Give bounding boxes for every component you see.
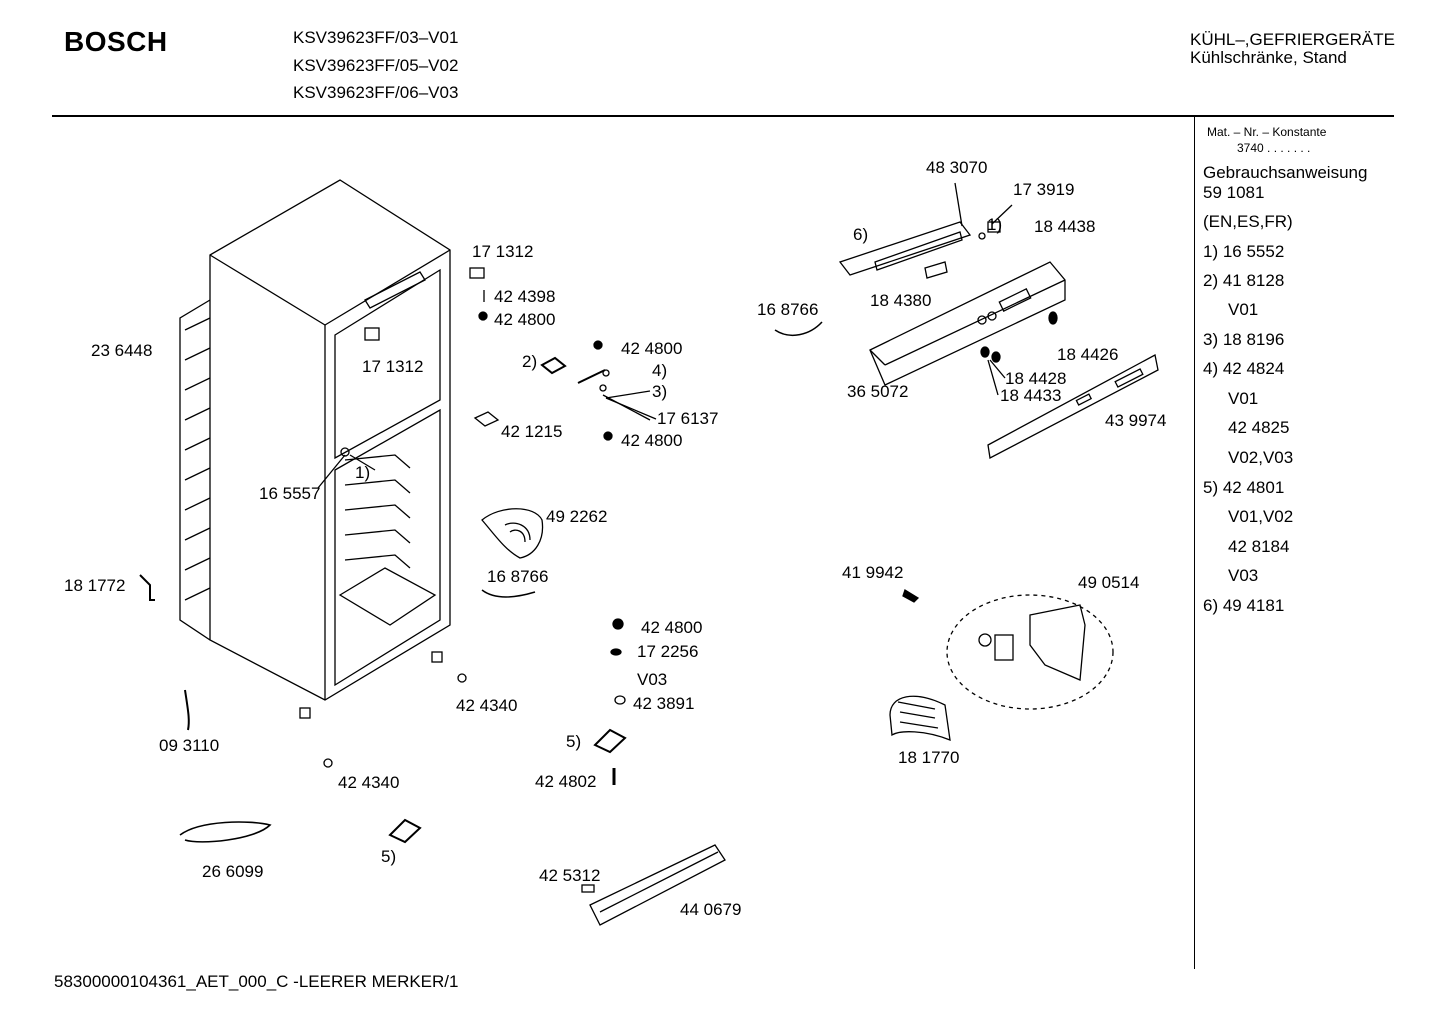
part-label: 2) — [522, 352, 538, 371]
sidebar-item: V01 — [1228, 300, 1259, 319]
part-label: 18 1770 — [898, 748, 960, 767]
part-label: 18 4380 — [870, 291, 932, 310]
part-label: 42 5312 — [539, 866, 601, 885]
sidebar-item: 42 8184 — [1228, 537, 1290, 556]
part-label: 17 2256 — [637, 642, 699, 661]
decor-strip — [987, 354, 1159, 459]
sidebar-item: 2) 41 8128 — [1203, 271, 1285, 290]
brand-logo: BOSCH — [64, 26, 168, 57]
part-label: 42 4340 — [338, 773, 400, 792]
model-number-3: KSV39623FF/06–V03 — [293, 83, 459, 102]
part-label: 23 6448 — [91, 341, 153, 360]
part-label: 4) — [652, 361, 668, 380]
model-number-1: KSV39623FF/03–V01 — [293, 28, 459, 47]
hinge-part — [469, 267, 485, 279]
model-number-2: KSV39623FF/05–V02 — [293, 56, 459, 75]
manual-label: Gebrauchsanweisung — [1203, 163, 1368, 182]
part-label: 16 8766 — [487, 567, 549, 586]
part-label: 42 4800 — [621, 339, 683, 358]
part-label: 17 1312 — [472, 242, 534, 261]
part-label: 42 4800 — [641, 618, 703, 637]
sidebar-item: V03 — [1228, 566, 1259, 585]
part-label: 18 4428 — [1005, 369, 1067, 388]
part-label: 5) — [381, 847, 397, 866]
part-label: 1) — [355, 463, 371, 482]
part-label: 17 3919 — [1013, 180, 1075, 199]
part-label: 26 6099 — [202, 862, 264, 881]
part-label: 49 2262 — [546, 507, 608, 526]
condenser-coil — [179, 299, 211, 641]
part-label: 6) — [853, 225, 869, 244]
part-label: 16 8766 — [757, 300, 819, 319]
sidebar-item: 5) 42 4801 — [1203, 478, 1285, 497]
part-label: 17 1312 — [362, 357, 424, 376]
panel-housing — [869, 261, 1066, 386]
part-label: 3) — [652, 382, 668, 401]
part-label: 18 4438 — [1034, 217, 1096, 236]
part-label: 5) — [566, 732, 582, 751]
sidebar-item: 6) 49 4181 — [1203, 596, 1285, 615]
part-label: 42 1215 — [501, 422, 563, 441]
languages: (EN,ES,FR) — [1203, 212, 1293, 231]
part-label: 41 9942 — [842, 563, 904, 582]
sidebar-item: 4) 42 4824 — [1203, 359, 1285, 378]
sidebar-divider — [1194, 117, 1195, 969]
category-subtitle: Kühlschränke, Stand — [1190, 48, 1347, 67]
header-divider — [52, 115, 1394, 117]
part-label: 42 4340 — [456, 696, 518, 715]
part-label: 44 0679 — [680, 900, 742, 919]
part-label: 42 3891 — [633, 694, 695, 713]
sidebar-item: V02,V03 — [1228, 448, 1294, 467]
sidebar-item: 1) 16 5552 — [1203, 242, 1285, 261]
part-label: 42 4802 — [535, 772, 597, 791]
mat-title: Mat. – Nr. – Konstante — [1207, 125, 1327, 139]
part-label: V03 — [637, 670, 668, 689]
category-title: KÜHL–,GEFRIERGERÄTE — [1190, 30, 1395, 49]
refrigerator-cabinet — [209, 179, 451, 719]
part-label: 1) — [987, 215, 1003, 234]
mat-value: 3740 . . . . . . . — [1237, 141, 1311, 155]
part-label: 18 4433 — [1000, 386, 1062, 405]
document-footer: 58300000104361_AET_000_C -LEERER MERKER/… — [54, 972, 459, 991]
kick-plate — [589, 844, 726, 926]
part-label: 18 4426 — [1057, 345, 1119, 364]
sidebar-item: 42 4825 — [1228, 418, 1290, 437]
part-label: 42 4398 — [494, 287, 556, 306]
part-label: 16 5557 — [259, 484, 321, 503]
control-panel-module — [838, 221, 972, 276]
sidebar-item: 3) 18 8196 — [1203, 330, 1285, 349]
part-label: 18 1772 — [64, 576, 126, 595]
part-label: 17 6137 — [657, 409, 719, 428]
lamp-cover — [889, 695, 951, 742]
sidebar-item: V01,V02 — [1228, 507, 1294, 526]
part-label: 42 4800 — [494, 310, 556, 329]
light-assembly-outline — [946, 594, 1114, 710]
part-label: 36 5072 — [847, 382, 909, 401]
part-label: 49 0514 — [1078, 573, 1140, 592]
sidebar-item: V01 — [1228, 389, 1259, 408]
fan-cover — [481, 508, 544, 559]
part-label: 48 3070 — [926, 158, 988, 177]
part-label: 42 4800 — [621, 431, 683, 450]
manual-number: 59 1081 — [1203, 183, 1265, 202]
bracket-181772 — [139, 574, 155, 601]
part-label: 09 3110 — [159, 736, 220, 755]
part-label: 43 9974 — [1105, 411, 1167, 430]
